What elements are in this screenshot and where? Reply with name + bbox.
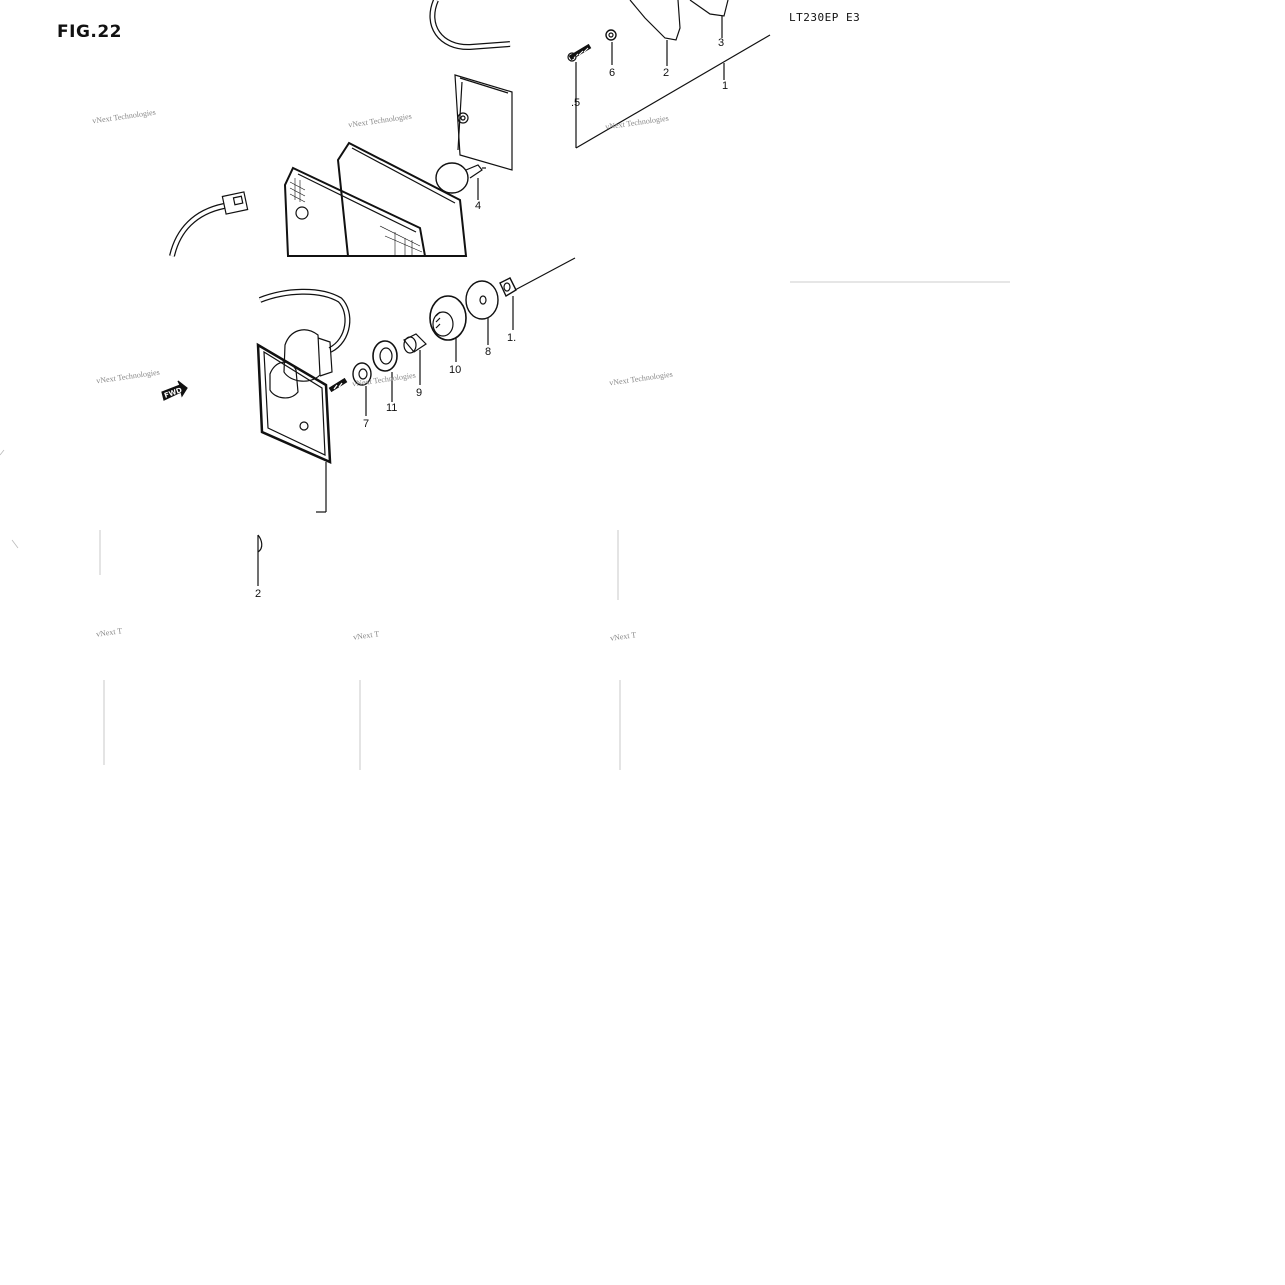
figure-title: FIG.22 [57,22,123,42]
callout-4: 4 [475,200,482,212]
callout-11: 11 [386,402,398,414]
grommet-11 [372,340,398,372]
wire-harness-left [169,203,225,257]
screw [567,43,592,62]
callout-10: 10 [449,364,462,376]
callout-1-lower: 1. [507,332,517,344]
washer-7 [352,362,372,386]
collar-9 [403,333,427,353]
gasket-frame [336,141,468,257]
callout-1: 1 [722,80,729,92]
wire-harness-lower [258,288,351,353]
scan-specks [0,281,1010,770]
lamp-lens [283,166,427,257]
stud-bolt [328,377,348,393]
callout-5: .5 [571,97,581,109]
lamp-housing-upper [629,0,681,41]
fwd-arrow [161,380,188,401]
callout-2-lower: 2 [255,588,262,600]
cushion-10 [429,295,467,341]
callout-7: 7 [363,418,370,430]
washer-6 [605,29,617,41]
callout-2: 2 [663,67,670,79]
model-code: LT230EP E3 [789,11,861,24]
bulb [435,162,486,194]
callout-6: 6 [609,67,616,79]
callout-8: 8 [485,346,492,358]
lamp-housing-rear [454,74,513,171]
connector [221,191,249,215]
washer-8 [465,280,499,320]
lamp-body-lower [256,342,332,464]
callout-3: 3 [718,37,725,49]
nut [499,277,517,298]
callout-9: 9 [416,387,423,399]
